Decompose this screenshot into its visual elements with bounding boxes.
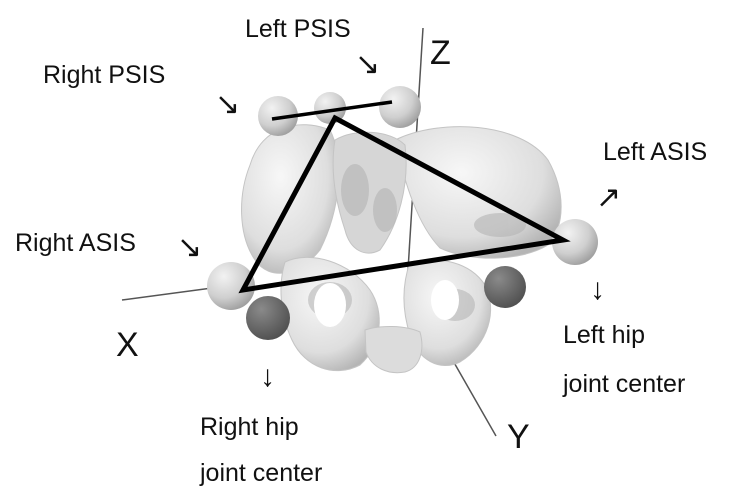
left-asis-label: Left ASIS <box>603 140 707 165</box>
right-hip-arrow-icon: ↓ <box>260 362 275 392</box>
left-psis-label: Left PSIS <box>245 17 351 42</box>
right-hip-joint-center-marker <box>246 296 290 340</box>
x-axis-label: X <box>116 328 139 362</box>
left-hip-label-line1: Left hip <box>563 323 645 348</box>
right-psis-arrow-icon: ↘ <box>215 90 240 120</box>
left-psis-marker <box>379 86 421 128</box>
z-axis-label: Z <box>430 36 451 70</box>
left-hip-joint-center-marker <box>484 266 526 308</box>
right-asis-arrow-icon: ↘ <box>177 233 202 263</box>
left-hip-label-line2: joint center <box>563 372 685 397</box>
left-asis-arrow-icon: ↗ <box>596 183 621 213</box>
left-psis-arrow-icon: ↘ <box>355 50 380 80</box>
left-hip-arrow-icon: ↓ <box>590 275 605 305</box>
y-axis-label: Y <box>507 420 530 454</box>
y-axis-line <box>448 352 496 436</box>
right-hip-label-line2: joint center <box>200 461 322 486</box>
right-asis-label: Right ASIS <box>15 231 136 256</box>
right-psis-label: Right PSIS <box>43 63 165 88</box>
right-hip-label-line1: Right hip <box>200 415 299 440</box>
